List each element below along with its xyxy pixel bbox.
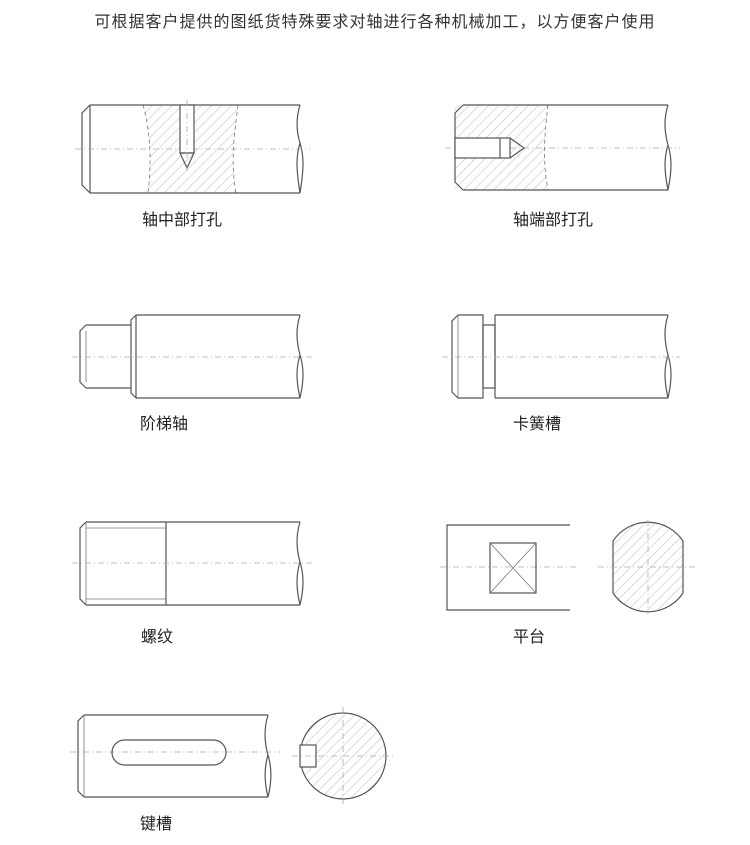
label-thread: 螺纹 [141,627,174,646]
label-center-hole: 轴中部打孔 [142,210,223,229]
label-keyway: 键槽 [140,814,173,833]
drawing-stepped-shaft [72,314,312,399]
label-flat: 平台 [513,627,546,646]
page-header: 可根据客户提供的图纸货特殊要求对轴进行各种机械加工，以方便客户使用 [94,12,656,31]
label-stepped-shaft: 阶梯轴 [140,414,189,433]
drawing-keyway [70,707,395,806]
drawing-flat [440,520,698,614]
label-snap-ring-groove: 卡簧槽 [513,414,562,433]
drawing-thread [72,521,312,606]
drawing-end-hole [445,104,680,191]
drawing-snap-ring-groove [442,314,680,399]
label-end-hole: 轴端部打孔 [513,210,594,229]
drawing-center-hole [75,100,310,194]
